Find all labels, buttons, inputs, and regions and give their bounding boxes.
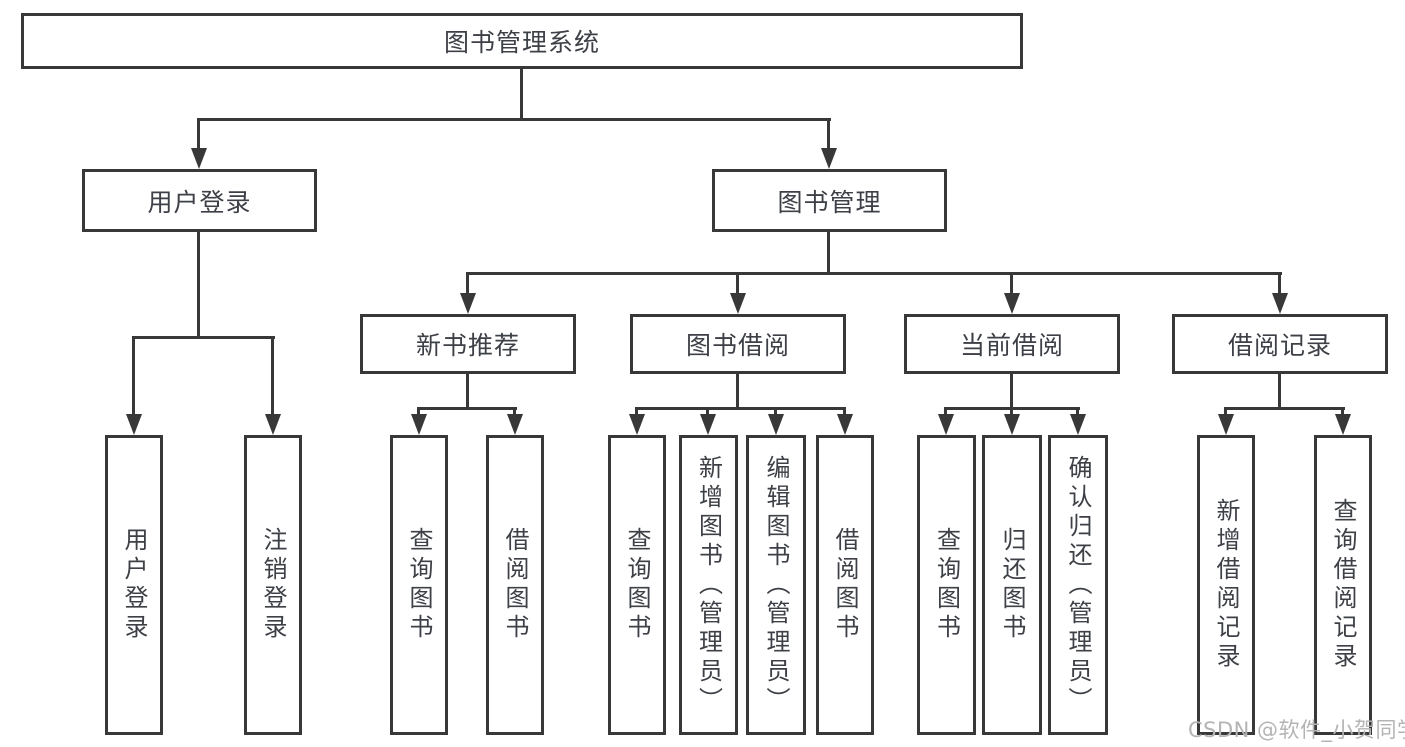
connector-new-books-bar bbox=[417, 407, 517, 410]
connector-borrowing-records-bar bbox=[1224, 407, 1345, 410]
connector-user-login-stem bbox=[197, 231, 200, 339]
connector-to-current-borrowing-stem bbox=[1010, 274, 1013, 295]
arrowhead-leaf-logout bbox=[265, 414, 281, 435]
connector-cb-query-stem bbox=[944, 409, 947, 417]
leaf-borrow-books-newbooks-label: 借阅图书 bbox=[501, 527, 529, 643]
node-new-book-recommendation-label: 新书推荐 bbox=[415, 331, 520, 360]
connector-borrowing-records-group-stem bbox=[1278, 374, 1281, 410]
leaf-query-borrow-record-label: 查询借阅记录 bbox=[1329, 498, 1357, 672]
leaf-query-books-current-label: 查询图书 bbox=[932, 527, 961, 643]
connector-root-stem bbox=[520, 69, 523, 121]
connector-to-leaf-logout-stem bbox=[271, 338, 274, 417]
connector-new-books-stem bbox=[466, 374, 469, 410]
leaf-logout: 注销登录 bbox=[244, 435, 302, 735]
node-borrowing-records: 借阅记录 bbox=[1172, 314, 1388, 374]
node-user-login: 用户登录 bbox=[82, 169, 317, 232]
node-current-borrowing-label: 当前借阅 bbox=[959, 331, 1064, 360]
leaf-borrow-books-borrowing-label: 借阅图书 bbox=[831, 527, 859, 643]
leaf-add-books-admin-label: 新增图书（管理员） bbox=[694, 454, 723, 716]
arrowhead-br-add bbox=[1218, 414, 1234, 435]
arrowhead-bb-edit bbox=[768, 414, 784, 435]
node-current-borrowing: 当前借阅 bbox=[904, 314, 1120, 374]
leaf-user-login: 用户登录 bbox=[105, 435, 163, 735]
node-library-management-system: 图书管理系统 bbox=[21, 13, 1023, 69]
connector-user-login-bar bbox=[132, 336, 275, 339]
arrowhead-bb-borrow bbox=[837, 414, 853, 435]
leaf-user-login-label: 用户登录 bbox=[120, 527, 148, 643]
arrowhead-book-borrowing bbox=[730, 293, 746, 314]
connector-cb-return-stem bbox=[1010, 409, 1013, 417]
arrowhead-br-query bbox=[1335, 414, 1351, 435]
arrowhead-nb-query bbox=[411, 414, 427, 435]
leaf-confirm-return-admin: 确认归还（管理员） bbox=[1048, 435, 1108, 735]
leaf-query-books-borrowing: 查询图书 bbox=[608, 435, 666, 735]
leaf-edit-books-admin: 编辑图书（管理员） bbox=[746, 435, 806, 735]
connector-to-borrowing-records-stem bbox=[1278, 274, 1281, 295]
arrowhead-new-books bbox=[460, 293, 476, 314]
connector-book-borrowing-group-stem bbox=[736, 374, 739, 410]
arrowhead-leaf-user-login bbox=[126, 414, 142, 435]
leaf-query-books-newbooks: 查询图书 bbox=[390, 435, 448, 735]
node-new-book-recommendation: 新书推荐 bbox=[360, 314, 576, 374]
connector-nb-borrow-stem bbox=[513, 409, 516, 417]
connector-to-book-management-stem bbox=[827, 120, 830, 150]
leaf-borrow-books-newbooks: 借阅图书 bbox=[486, 435, 544, 735]
connector-bb-add-stem bbox=[706, 409, 709, 417]
leaf-add-borrow-record-label: 新增借阅记录 bbox=[1212, 498, 1240, 672]
leaf-logout-label: 注销登录 bbox=[259, 527, 287, 643]
connector-root-bar bbox=[197, 118, 831, 121]
connector-br-query-stem bbox=[1341, 409, 1344, 417]
connector-bb-borrow-stem bbox=[843, 409, 846, 417]
connector-bb-query-stem bbox=[635, 409, 638, 417]
arrowhead-bb-query bbox=[629, 414, 645, 435]
arrowhead-cb-return bbox=[1004, 414, 1020, 435]
leaf-query-borrow-record: 查询借阅记录 bbox=[1314, 435, 1372, 735]
leaf-add-borrow-record: 新增借阅记录 bbox=[1197, 435, 1255, 735]
leaf-edit-books-admin-label: 编辑图书（管理员） bbox=[762, 454, 790, 716]
connector-to-leaf-user-login-stem bbox=[132, 338, 135, 417]
connector-to-new-books-stem bbox=[466, 274, 469, 295]
node-book-management-label: 图书管理 bbox=[777, 187, 882, 217]
arrowhead-book-management bbox=[821, 148, 837, 169]
arrowhead-borrowing-records bbox=[1272, 293, 1288, 314]
connector-nb-query-stem bbox=[417, 409, 420, 417]
connector-book-borrowing-bar bbox=[635, 407, 846, 410]
leaf-borrow-books-borrowing: 借阅图书 bbox=[816, 435, 874, 735]
leaf-query-books-newbooks-label: 查询图书 bbox=[405, 527, 433, 643]
arrowhead-nb-borrow bbox=[507, 414, 523, 435]
connector-to-book-borrowing-stem bbox=[736, 274, 739, 295]
node-book-borrowing-label: 图书借阅 bbox=[685, 331, 790, 360]
connector-book-management-stem bbox=[827, 232, 830, 275]
node-library-management-system-label: 图书管理系统 bbox=[443, 28, 600, 57]
connector-to-user-login-stem bbox=[197, 120, 200, 150]
leaf-return-books-label: 归还图书 bbox=[998, 527, 1026, 643]
csdn-watermark: CSDN @软件_小贺同学 bbox=[1188, 718, 1405, 742]
connector-book-management-bar bbox=[466, 272, 1282, 275]
leaf-query-books-borrowing-label: 查询图书 bbox=[623, 527, 651, 643]
connector-current-borrowing-group-stem bbox=[1010, 374, 1013, 410]
connector-cb-confirm-stem bbox=[1076, 409, 1079, 417]
node-book-management: 图书管理 bbox=[712, 169, 947, 232]
node-book-borrowing: 图书借阅 bbox=[630, 314, 846, 374]
node-borrowing-records-label: 借阅记录 bbox=[1227, 331, 1332, 360]
arrowhead-bb-add bbox=[700, 414, 716, 435]
arrowhead-cb-confirm bbox=[1070, 414, 1086, 435]
node-user-login-label: 用户登录 bbox=[147, 187, 252, 217]
leaf-return-books: 归还图书 bbox=[982, 435, 1042, 735]
connector-bb-edit-stem bbox=[774, 409, 777, 417]
leaf-confirm-return-admin-label: 确认归还（管理员） bbox=[1064, 454, 1092, 716]
connector-current-borrowing-bar bbox=[944, 407, 1080, 410]
leaf-query-books-current: 查询图书 bbox=[917, 435, 976, 735]
arrowhead-user-login bbox=[191, 148, 207, 169]
arrowhead-cb-query bbox=[938, 414, 954, 435]
connector-br-add-stem bbox=[1224, 409, 1227, 417]
leaf-add-books-admin: 新增图书（管理员） bbox=[679, 435, 738, 735]
arrowhead-current-borrowing bbox=[1004, 293, 1020, 314]
